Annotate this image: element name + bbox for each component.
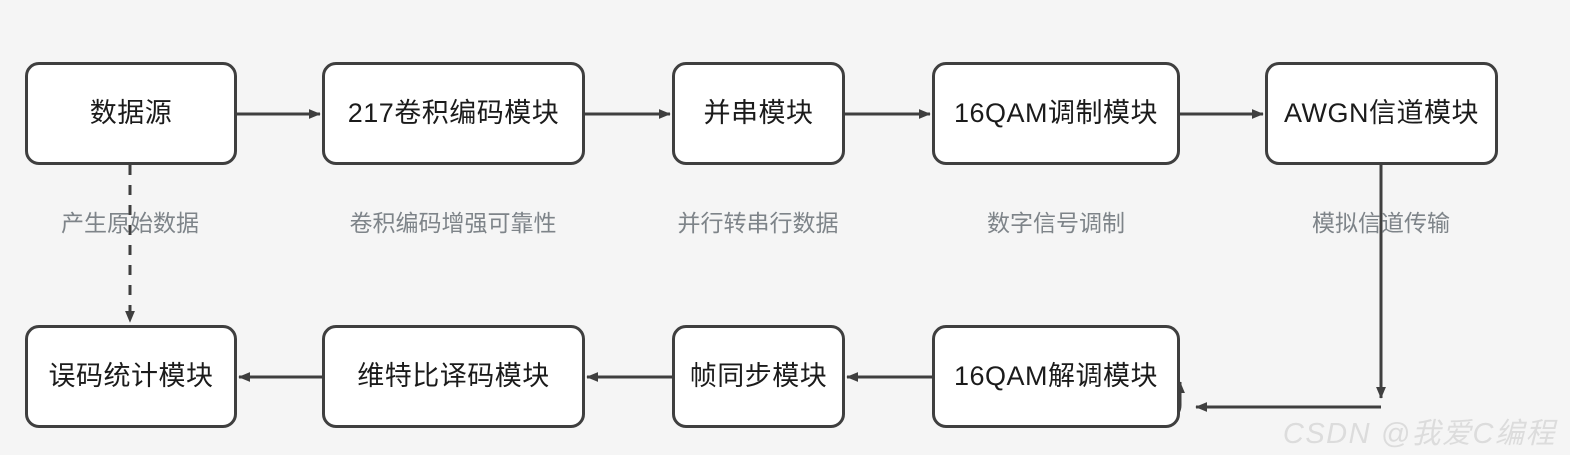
- node-label: 217卷积编码模块: [347, 98, 560, 128]
- node-label: 16QAM解调模块: [953, 361, 1159, 391]
- node-data-source[interactable]: 数据源: [25, 62, 237, 165]
- node-label: AWGN信道模块: [1284, 98, 1479, 128]
- node-awgn-channel[interactable]: AWGN信道模块: [1265, 62, 1498, 165]
- edge-label-digital-modulation: 数字信号调制: [987, 210, 1125, 236]
- edge-label-conv-reliability: 卷积编码增强可靠性: [349, 210, 557, 236]
- node-qam-modulator[interactable]: 16QAM调制模块: [932, 62, 1180, 165]
- node-ber-counter[interactable]: 误码统计模块: [25, 325, 237, 428]
- node-qam-demodulator[interactable]: 16QAM解调模块: [932, 325, 1180, 428]
- node-parallel-serial[interactable]: 并串模块: [672, 62, 845, 165]
- edge-label-analog-channel: 模拟信道传输: [1312, 210, 1450, 236]
- node-label: 并串模块: [703, 98, 814, 128]
- node-label: 误码统计模块: [48, 361, 214, 391]
- edge-label-parallel-to-serial: 并行转串行数据: [677, 210, 839, 236]
- watermark: CSDN @我爱C编程: [1282, 418, 1556, 450]
- node-viterbi-decoder[interactable]: 维特比译码模块: [322, 325, 585, 428]
- node-label: 帧同步模块: [689, 361, 828, 391]
- node-label: 数据源: [89, 98, 173, 128]
- edge-label-produce-raw-data: 产生原始数据: [61, 210, 199, 236]
- node-label: 维特比译码模块: [357, 361, 550, 391]
- node-frame-sync[interactable]: 帧同步模块: [672, 325, 845, 428]
- node-conv-encoder[interactable]: 217卷积编码模块: [322, 62, 585, 165]
- node-label: 16QAM调制模块: [953, 98, 1159, 128]
